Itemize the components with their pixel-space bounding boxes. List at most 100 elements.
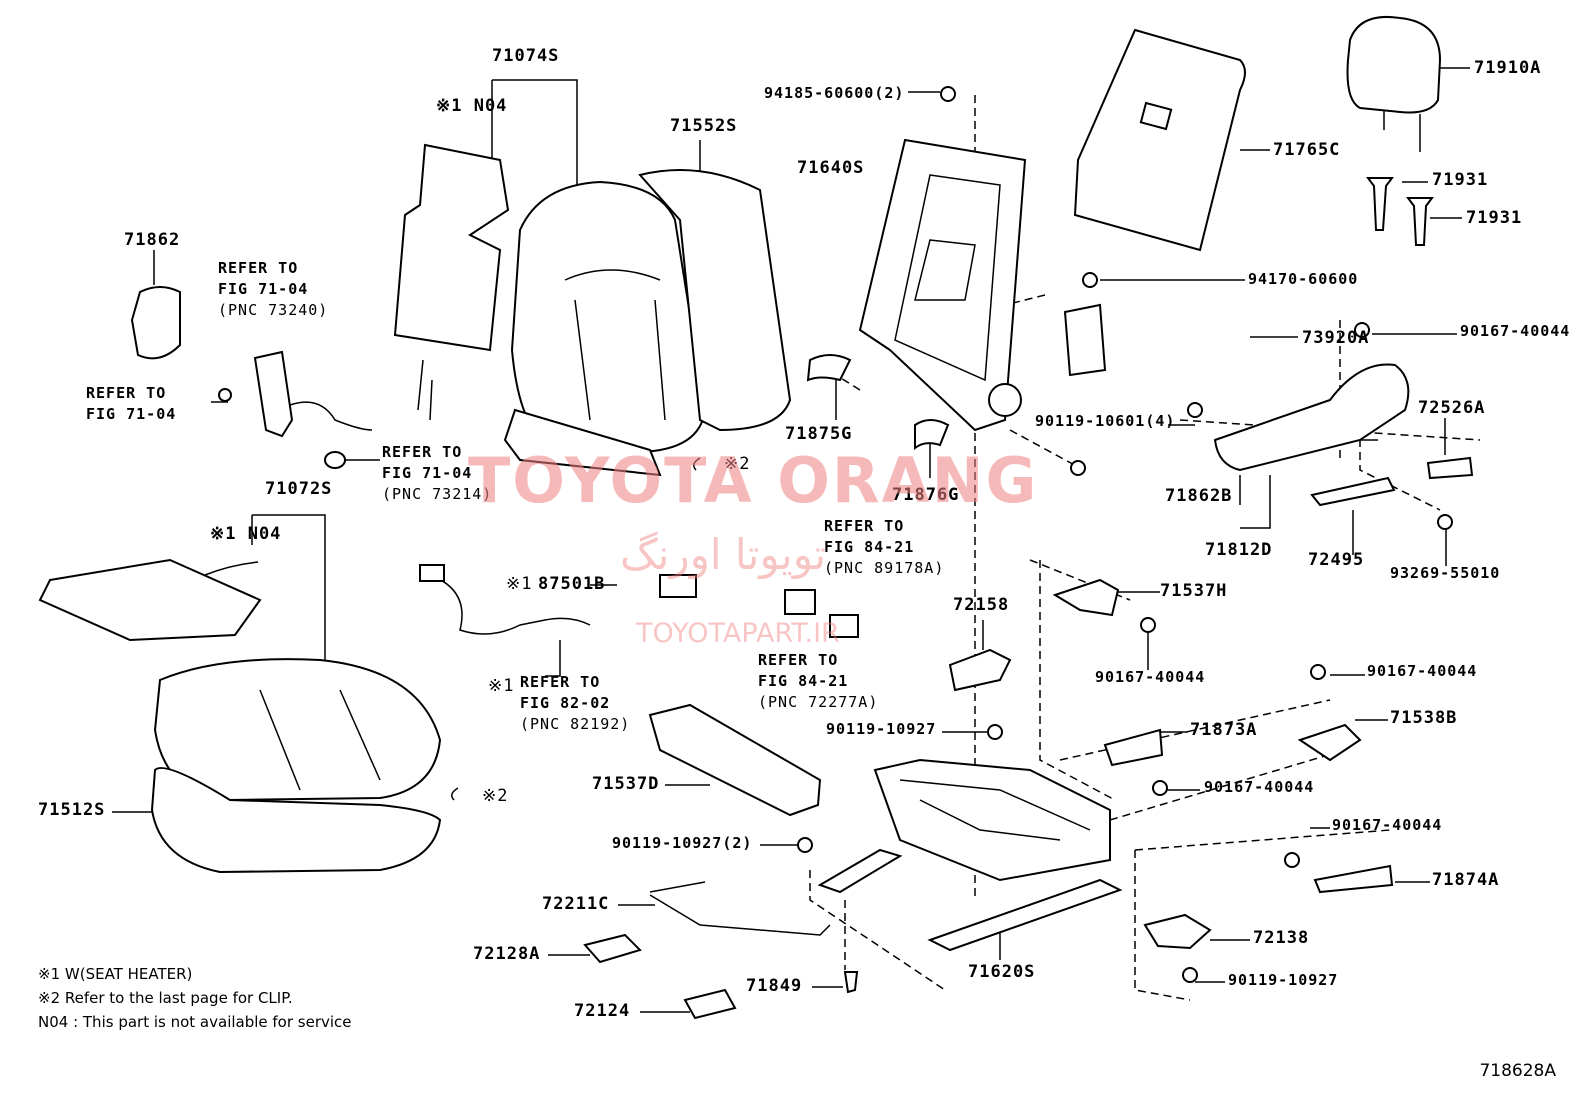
seat-cover: [153, 658, 442, 802]
part-label: 71537H: [1160, 581, 1228, 601]
part-label: 71765C: [1273, 140, 1341, 160]
backrest-bottom-flap: [503, 408, 662, 477]
part-label: 71552S: [670, 116, 738, 136]
side-pad-73920A: [1063, 303, 1107, 377]
backrest-seams: [564, 269, 666, 421]
part-label: 90167-40044: [1460, 322, 1571, 340]
part-label: 71931: [1432, 170, 1489, 190]
cover-72158: [948, 648, 1012, 692]
part-label: 71910A: [1474, 58, 1542, 78]
clip-71849: [843, 971, 859, 994]
watermark-site: TOYOTAPART.IR: [636, 618, 840, 649]
clip-icon: [693, 457, 701, 471]
part-label: 72138: [1253, 928, 1310, 948]
connector-icon: [419, 564, 445, 582]
heater-mark: ※1: [488, 676, 515, 696]
board-label: [1139, 101, 1173, 131]
part-label: 71862: [124, 230, 181, 250]
part-label: 73920A: [1302, 328, 1370, 348]
heater-mat-upper: [393, 143, 510, 352]
clip-mark: ※2: [724, 454, 751, 474]
part-label: 71876G: [892, 485, 960, 505]
side-shield: [1213, 363, 1410, 472]
heater-mat-lower: [38, 558, 262, 642]
knob-72526A: [1426, 456, 1474, 480]
frame-inner: [899, 779, 1091, 841]
seatback-board: [1073, 28, 1246, 252]
part-label: 71849: [746, 976, 803, 996]
part-label: 90167-40044: [1095, 668, 1206, 686]
heater-mark: ※1: [506, 574, 533, 594]
part-label: 72124: [574, 1001, 631, 1021]
n04-mark: ※1 N04: [210, 524, 282, 544]
part-label: 71812D: [1205, 540, 1273, 560]
part-label: 71874A: [1432, 870, 1500, 890]
part-label: 94185-60600(2): [764, 84, 905, 102]
clip-mark: ※2: [482, 786, 509, 806]
part-label: 71931: [1466, 208, 1523, 228]
part-label: 90167-40044: [1332, 816, 1443, 834]
part-label: 71537D: [592, 774, 660, 794]
sensor-bracket: [784, 589, 816, 615]
backrest-cover: [510, 180, 707, 454]
part-label: 71538B: [1390, 708, 1458, 728]
footnotes: ※1 W(SEAT HEATER)※2 Refer to the last pa…: [38, 965, 352, 1031]
seatbelt-buckle: [253, 350, 294, 438]
rod-72211C: [649, 881, 831, 936]
seat-heater-harness: [429, 574, 591, 635]
seat-cover-seams: [259, 689, 381, 791]
part-label: 72128A: [473, 944, 541, 964]
part-label: 72495: [1308, 550, 1365, 570]
part-label: 90119-10927: [826, 720, 937, 738]
heater-wire-lower: [204, 561, 259, 576]
part-label: 71640S: [797, 158, 865, 178]
part-label: 72211C: [542, 894, 610, 914]
headrest-guide-a: [1366, 177, 1394, 231]
headrest-guide-b: [1406, 197, 1434, 246]
part-label: 90167-40044: [1367, 662, 1478, 680]
seat-cushion-frame: [873, 758, 1111, 882]
bolt-icons: [797, 86, 1453, 983]
part-label: 71072S: [265, 479, 333, 499]
cover-72128A: [583, 933, 642, 964]
handle-72495: [1310, 476, 1396, 507]
headrest: [1346, 16, 1442, 114]
cover-72138: [1143, 913, 1212, 950]
bracket-71874A: [1313, 864, 1394, 894]
nut-icon: [218, 388, 232, 402]
seat-cushion-side-cover: [648, 703, 822, 817]
part-label: 71074S: [492, 46, 560, 66]
switch-connector: [659, 574, 697, 598]
part-label: 71620S: [968, 962, 1036, 982]
recliner-disc: [988, 383, 1022, 417]
part-label: 87501B: [538, 574, 606, 594]
part-label: 72158: [953, 595, 1010, 615]
part-label: 90119-10601(4): [1035, 412, 1176, 430]
clip-icon: [451, 787, 459, 801]
seatback-frame: [858, 138, 1027, 432]
part-label: 93269-55010: [1390, 564, 1501, 582]
n04-mark: ※1 N04: [436, 96, 508, 116]
seatback-frame-inner: [894, 174, 1001, 382]
seat-track-right: [927, 878, 1123, 952]
part-label: 72526A: [1418, 398, 1486, 418]
grommet-icon: [324, 451, 346, 469]
watermark-brand: TOYOTA ORANG: [468, 444, 1039, 517]
part-label: 71875G: [785, 424, 853, 444]
recliner-cover-inner: [1052, 578, 1120, 617]
clip-71875G: [806, 354, 852, 382]
part-label: 71862B: [1165, 486, 1233, 506]
part-label: 90119-10927: [1228, 971, 1339, 989]
figure-number: 718628A: [1479, 1061, 1556, 1081]
bracket-71538B: [1297, 723, 1362, 762]
sensor-connector: [829, 614, 859, 638]
leader-lines: [112, 67, 1470, 1013]
heater-wire-upper: [417, 359, 433, 421]
bracket-71873A: [1103, 728, 1164, 767]
